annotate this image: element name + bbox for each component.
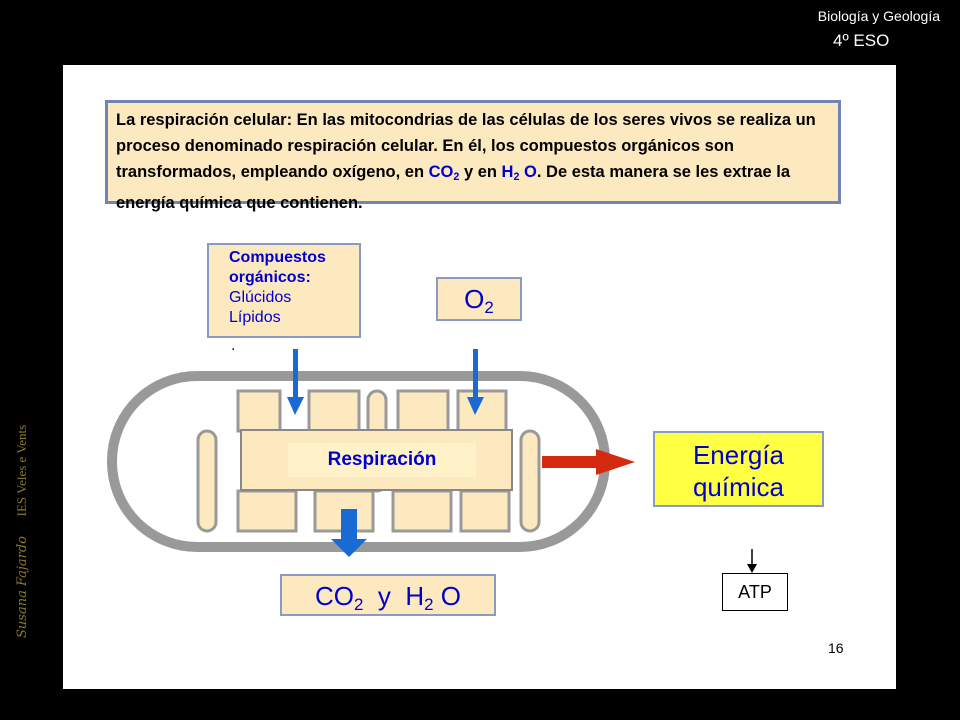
respiration-box: Respiración [240, 429, 513, 491]
energy-arrow-head [596, 449, 635, 475]
page-number: 16 [828, 640, 844, 656]
organic-compounds-box: Compuestos orgánicos: Glúcidos Lípidos [207, 243, 361, 338]
products-box: CO2 y H2 O [280, 574, 496, 616]
compounds-item-glucidos: Glúcidos [229, 289, 292, 306]
chemical-energy-box: Energía química [653, 431, 824, 507]
compounds-item-dot: . [231, 337, 236, 354]
side-credit: Susana Fajardo IES Veles e Vents [14, 418, 30, 638]
compounds-arrow-shaft [293, 349, 298, 399]
school-name: IES Veles e Vents [14, 424, 29, 517]
subject-title: Biología y Geología [817, 8, 940, 24]
slide: La respiración celular: En las mitocondr… [63, 65, 896, 689]
atp-box: ATP [722, 573, 788, 611]
atp-arrow-head [747, 564, 757, 573]
matrix-chamber [391, 489, 453, 533]
intro-text-b: y en [459, 163, 502, 181]
oxygen-box: O2 [436, 277, 522, 321]
intro-paragraph: La respiración celular: En las mitocondr… [105, 100, 841, 212]
intro-text-a: En las mitocondrias de las células de lo… [116, 111, 816, 181]
intro-text-c: . De esta manera se les extrae la energí… [116, 163, 791, 213]
output-arrow-shaft [341, 509, 357, 541]
oxygen-arrow-head [467, 397, 484, 415]
author-name: Susana Fajardo [15, 536, 30, 638]
output-arrow-head [331, 539, 367, 557]
compounds-title-1: Compuestos [229, 249, 326, 266]
energy-line-1: Energía [692, 440, 785, 470]
intro-lead: La respiración celular: [116, 111, 293, 129]
intro-co2: CO2 [428, 163, 460, 184]
intro-h2o: H2 O [501, 163, 537, 184]
oxygen-arrow-shaft [473, 349, 478, 399]
compounds-item-lipidos: Lípidos [229, 309, 281, 326]
energy-line-2: química [692, 472, 785, 502]
matrix-chamber [307, 389, 361, 433]
matrix-chamber [236, 389, 282, 433]
energy-arrow-shaft [542, 456, 598, 468]
compounds-arrow-head [287, 397, 304, 415]
crista [519, 429, 541, 533]
crista [196, 429, 218, 533]
matrix-chamber [396, 389, 450, 433]
matrix-chamber [459, 489, 511, 533]
respiration-label: Respiración [288, 443, 476, 477]
matrix-chamber [236, 489, 298, 533]
compounds-title-2: orgánicos: [229, 269, 311, 286]
course-label: 4º ESO [833, 31, 890, 50]
